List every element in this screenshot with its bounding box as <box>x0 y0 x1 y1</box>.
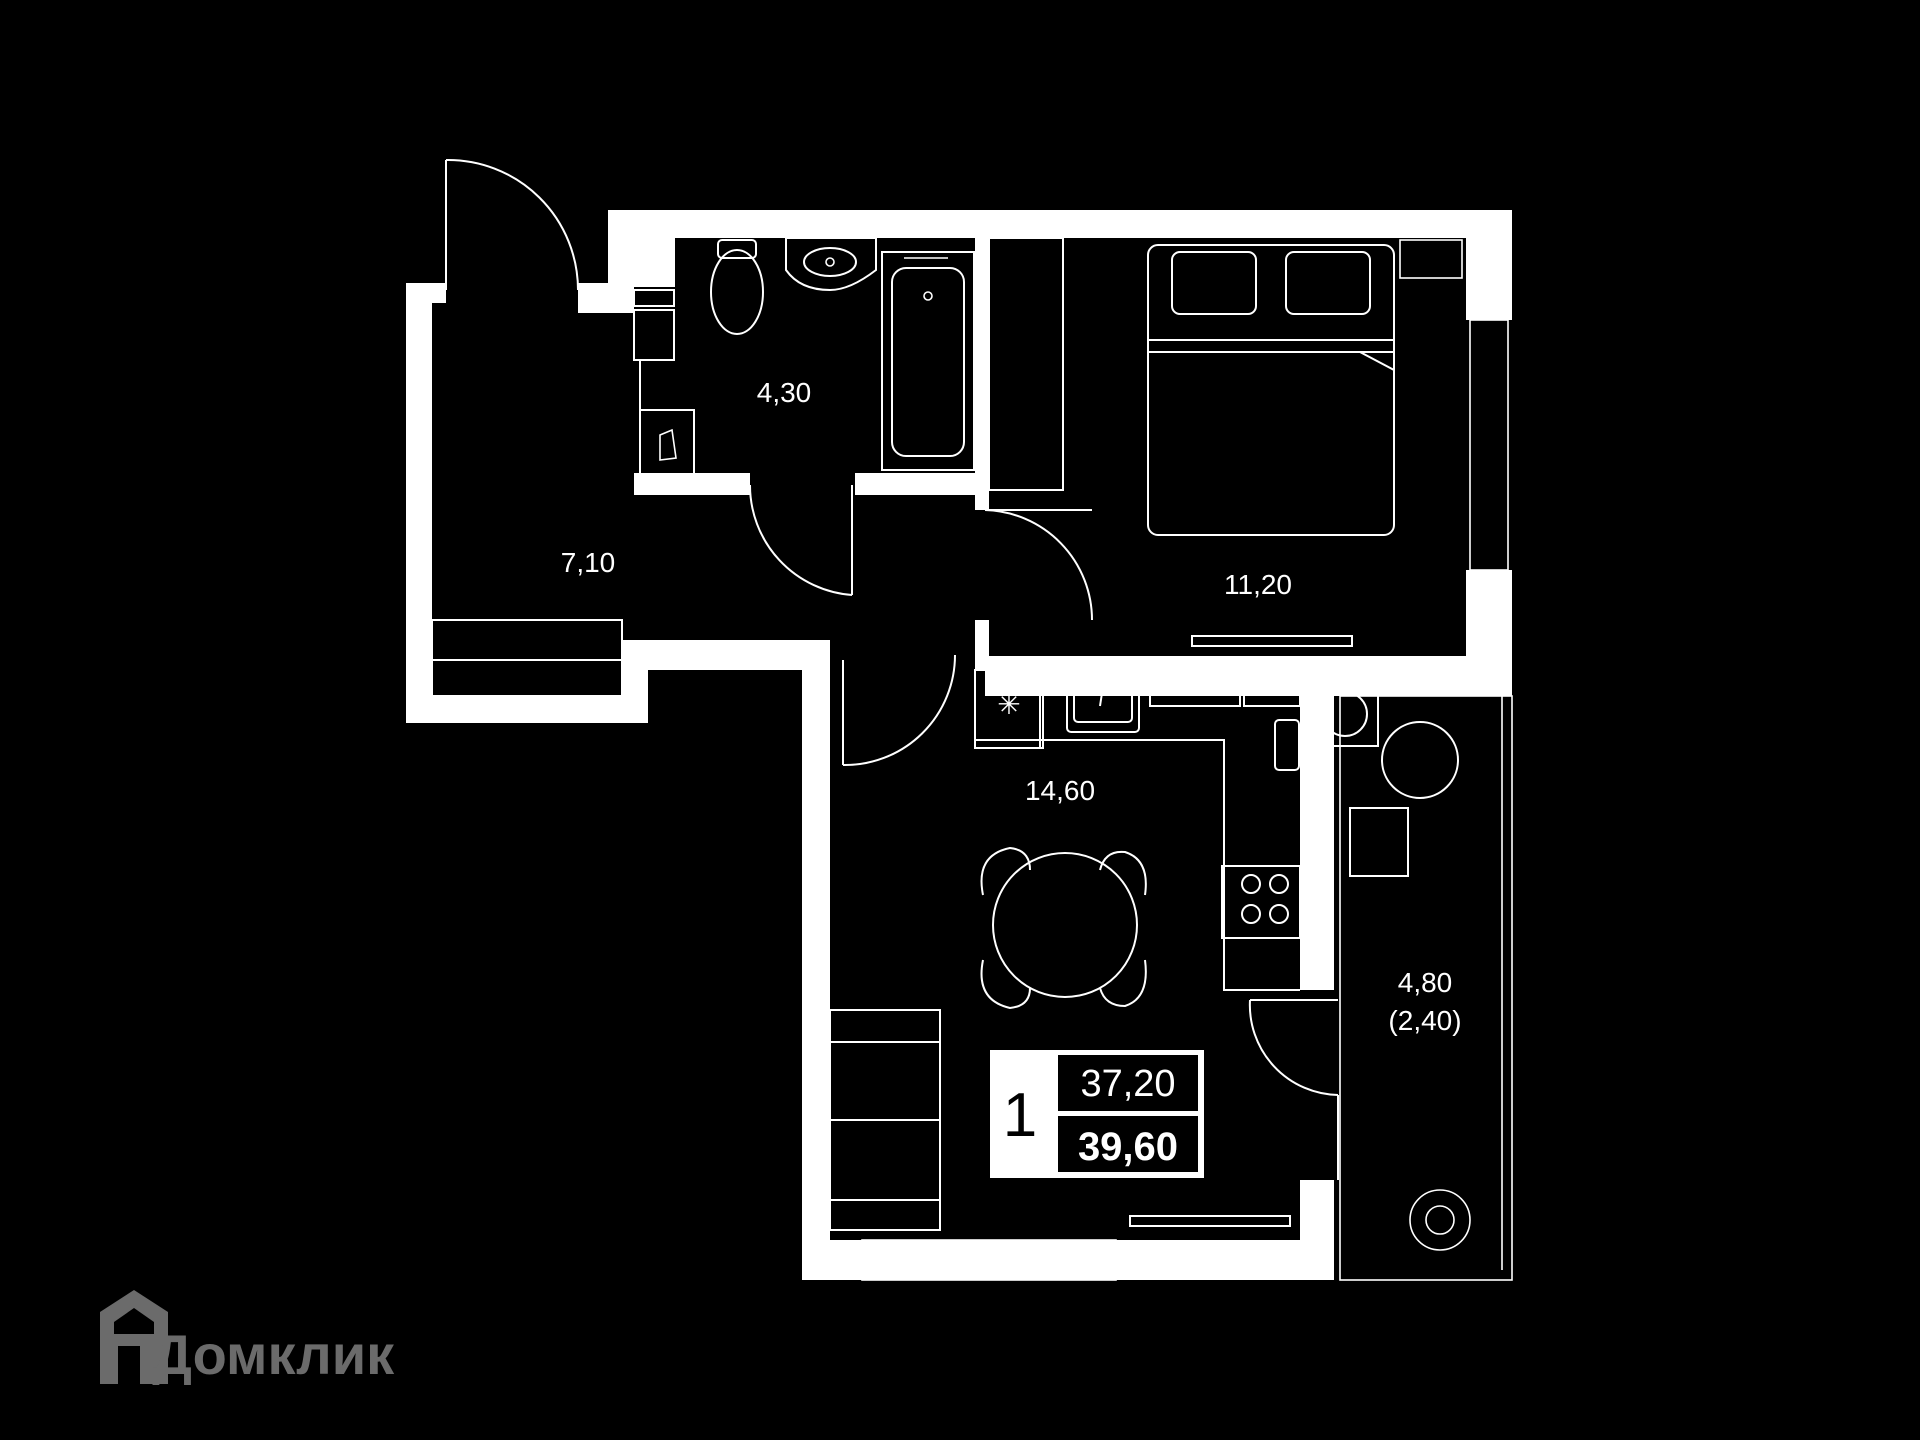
bed-frame-icon <box>1147 244 1395 536</box>
kitchen-counter-icon <box>974 670 1300 991</box>
bedroom-tv-icon <box>1191 635 1353 647</box>
bathroom-cabinet-top <box>633 237 675 287</box>
wall-bathroom-right <box>975 238 989 495</box>
bathroom-cabinet-mid <box>633 289 675 307</box>
bedroom-furniture <box>988 237 1463 647</box>
doors <box>445 158 1339 1180</box>
windows <box>431 283 1513 1281</box>
plant-inner-icon <box>1425 1205 1455 1235</box>
walls <box>406 210 1512 1280</box>
chair-top-right-icon <box>1099 850 1147 896</box>
sink-drain-icon <box>825 257 835 267</box>
hallway-furniture <box>431 619 623 697</box>
wall-kitchen-top <box>975 656 1315 670</box>
total-area-box <box>1058 1116 1198 1172</box>
bathtub-drain-icon <box>923 291 933 301</box>
kitchen-upper-cabinet-2 <box>1243 665 1301 707</box>
wall-corridor-bottom <box>622 640 830 670</box>
brand-name: Домклик <box>152 1323 395 1386</box>
balcony-reduced-area-label: (2,40) <box>1388 1005 1461 1036</box>
bed-blanket-fold <box>1359 351 1395 390</box>
room-labels: 7,10 4,30 11,20 14,60 4,80 (2,40) <box>561 377 1462 1036</box>
bathroom-door-swing-icon <box>748 484 853 596</box>
balcony-furniture <box>1311 681 1471 1251</box>
washing-machine-icon <box>639 409 695 475</box>
wall-kitchen-left <box>802 640 830 1280</box>
total-area-label: 39,60 <box>1078 1125 1178 1169</box>
pillow-right-icon <box>1285 251 1371 315</box>
kitchen-furniture: ✳ <box>829 665 1301 1231</box>
bathroom-fixtures <box>633 237 975 475</box>
house-logo-icon <box>100 1290 168 1384</box>
wall-entrance-top <box>578 283 608 313</box>
kitchen-tap-icon <box>1090 679 1106 707</box>
kitchen-appliance-icon <box>1274 719 1300 771</box>
bathtub-inner-icon <box>891 267 965 457</box>
balcony-table-icon <box>1349 807 1409 877</box>
brand-logo: Домклик <box>100 1290 395 1386</box>
living-area-label: 37,20 <box>1080 1063 1175 1105</box>
wall-kitchen-bottom <box>802 1240 1334 1280</box>
balcony-frame <box>1339 695 1513 1281</box>
bathroom-cabinet-low <box>633 309 675 361</box>
kitchen-upper-cabinet-1 <box>1149 665 1241 707</box>
stove-burner-4 <box>1269 904 1289 924</box>
chair-top-left-icon <box>980 846 1031 896</box>
balcony-door-swing-icon <box>1248 999 1339 1096</box>
stove-burner-2 <box>1269 874 1289 894</box>
bedroom-area-label: 11,20 <box>1224 569 1292 600</box>
entrance-door-swing-icon <box>445 158 579 291</box>
hallway-area-label: 7,10 <box>561 547 616 578</box>
room-count-label: 1 <box>1003 1081 1037 1150</box>
kitchen-door-swing-icon <box>842 654 956 767</box>
window-kitchen-bottom <box>861 1239 1117 1281</box>
bathroom-area-label: 4,30 <box>757 377 812 408</box>
balcony-washer-drum-icon <box>1322 691 1368 737</box>
wall-right-bedroom <box>1466 210 1512 320</box>
chair-bottom-right-icon <box>1099 959 1147 1008</box>
bedroom-shelf <box>1399 239 1463 279</box>
wall-top <box>608 210 1512 238</box>
stove-burner-3 <box>1241 904 1261 924</box>
stove-icon <box>1221 865 1301 939</box>
wall-bathroom-left-stub <box>634 238 674 286</box>
balcony-washer-icon <box>1311 681 1379 747</box>
wall-bathroom-bottom-right <box>855 473 985 495</box>
living-area-box <box>1058 1055 1198 1111</box>
kitchen-tv-icon <box>1129 1215 1291 1227</box>
fridge-icon <box>974 669 1044 749</box>
pillow-left-icon <box>1171 251 1257 315</box>
kitchen-area-label: 14,60 <box>1025 775 1095 806</box>
wall-balcony-top <box>1334 656 1512 696</box>
window-bedroom <box>1469 319 1509 571</box>
balcony-chair-icon <box>1381 721 1459 799</box>
wall-kitchen-right-low <box>1300 1180 1334 1280</box>
sink-counter-icon <box>785 237 877 292</box>
balcony-area-label: 4,80 <box>1398 967 1453 998</box>
wall-bedroom-left-low <box>975 495 989 510</box>
toilet-bowl-icon <box>710 249 764 335</box>
sink-basin-icon <box>803 247 857 277</box>
bathtub-outer-icon <box>881 251 975 471</box>
dining-table-icon <box>992 852 1138 998</box>
toilet-tank-icon <box>717 239 757 259</box>
fridge-star-icon: ✳ <box>997 689 1020 720</box>
kitchen-sink-icon <box>1066 673 1140 733</box>
chair-bottom-left-icon <box>980 959 1031 1010</box>
wall-hallway-left-top <box>406 283 446 303</box>
wall-bathroom-bottom-left <box>634 473 750 495</box>
bedroom-wardrobe-icon <box>988 237 1064 491</box>
washing-machine-detail <box>659 428 677 461</box>
hallway-wardrobe <box>431 619 623 697</box>
bedroom-door-swing-icon <box>984 509 1093 621</box>
wall-hallway-bottom <box>406 696 648 723</box>
stove-burner-1 <box>1241 874 1261 894</box>
summary-badge: 1 37,20 39,60 <box>990 1050 1204 1178</box>
wall-kitchen-right <box>1300 670 1334 990</box>
plant-icon <box>1409 1189 1471 1251</box>
wall-hallway-left <box>406 283 432 723</box>
